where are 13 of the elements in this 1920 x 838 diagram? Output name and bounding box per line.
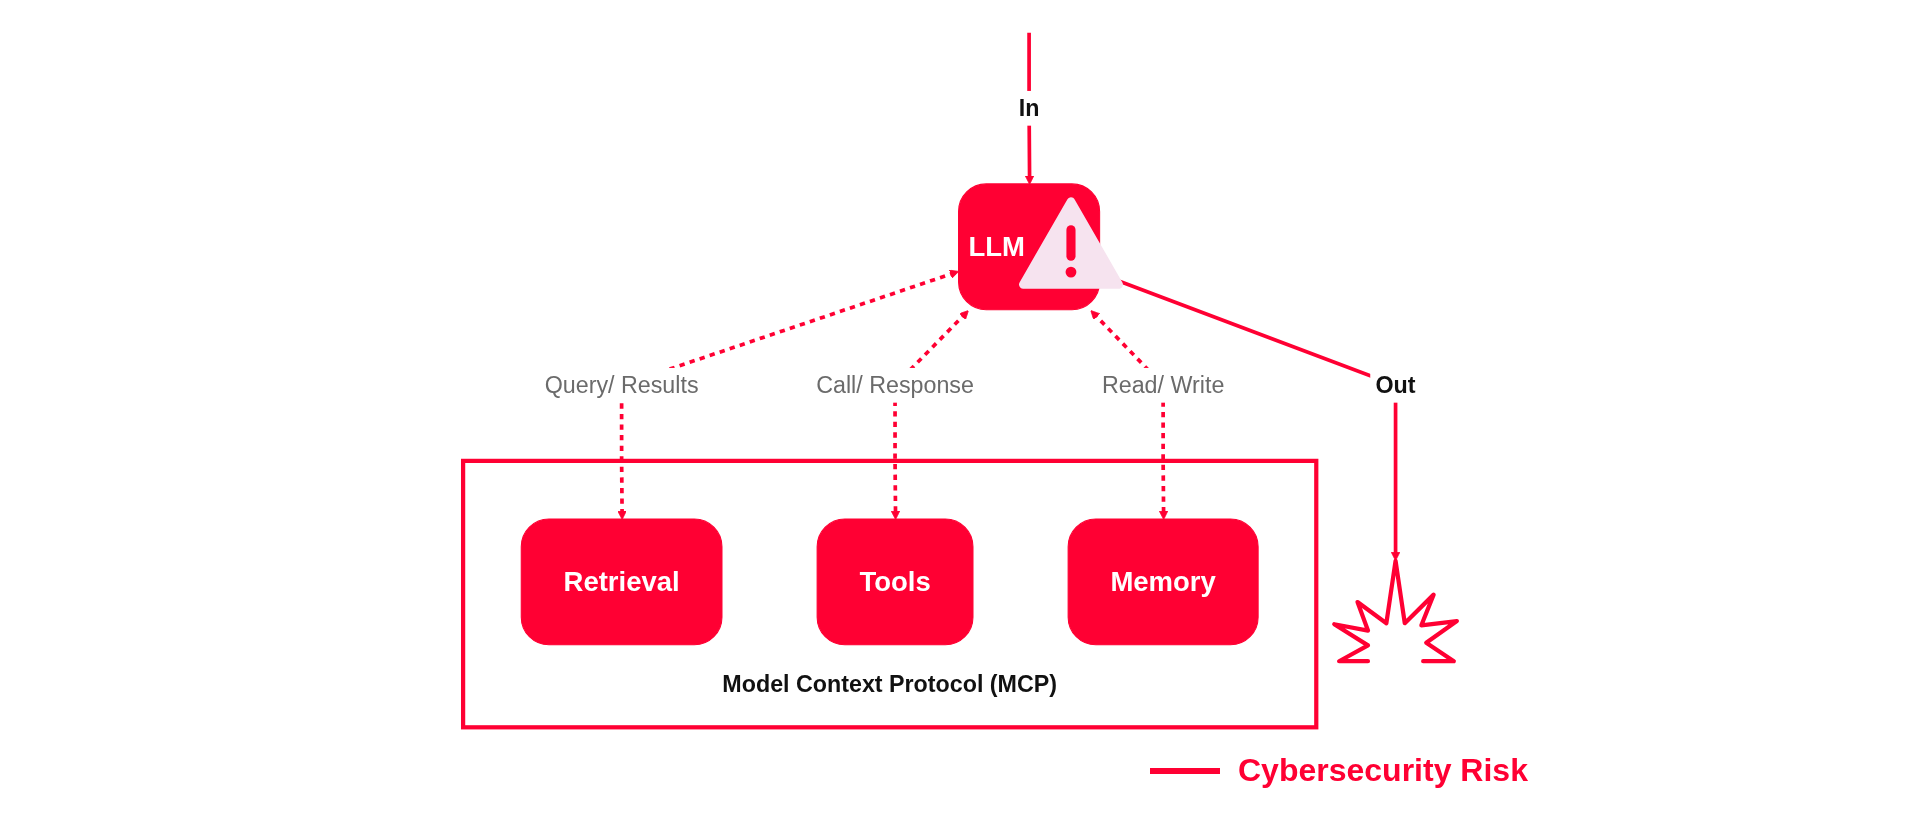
edge-label: Out <box>1375 372 1416 399</box>
edge-label: Query/ Results <box>544 372 699 399</box>
legend-text: Cybersecurity Risk <box>1238 752 1528 789</box>
node-box: Memory <box>1067 518 1259 646</box>
edge-label: Read/ Write <box>1101 372 1225 399</box>
edge-label: Call/ Response <box>816 372 974 399</box>
arrow <box>1090 310 1169 520</box>
arrow <box>890 310 969 520</box>
edge-label: In <box>1018 95 1040 122</box>
node-box: LLM <box>958 183 1101 311</box>
node-box: Tools <box>816 518 974 646</box>
node-box: Retrieval <box>520 518 723 646</box>
node-burst <box>1332 558 1459 664</box>
